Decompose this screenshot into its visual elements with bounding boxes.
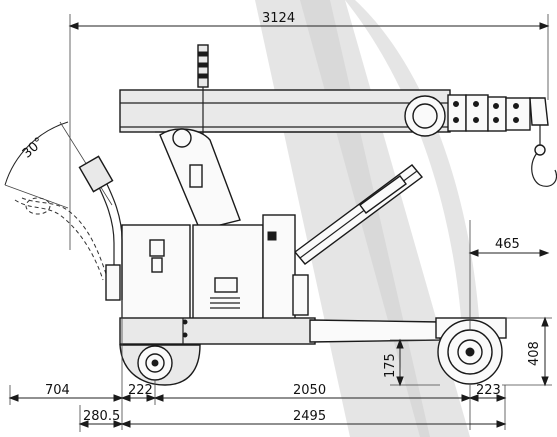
base-length-label: 2495 bbox=[293, 409, 326, 424]
tilt-angle-label: 30° bbox=[20, 135, 47, 162]
wheelbase-label: 2050 bbox=[293, 383, 326, 398]
column bbox=[159, 128, 241, 231]
overall-length-label: 3124 bbox=[262, 11, 295, 26]
rear-wheel bbox=[119, 344, 201, 386]
front-wheel bbox=[435, 317, 507, 385]
support-height-label: 408 bbox=[527, 341, 542, 366]
steering-handle bbox=[78, 155, 123, 301]
lift-cylinder bbox=[293, 164, 424, 265]
handle-tilted-ghost bbox=[14, 197, 109, 281]
dimension-support-height: 408 bbox=[502, 316, 552, 387]
front-overhang-label: 223 bbox=[476, 383, 501, 398]
dimension-overall-length: 3124 bbox=[68, 11, 550, 250]
dimension-row-1: 704 222 2050 223 bbox=[8, 300, 507, 430]
mast bbox=[197, 44, 209, 135]
deck-height-label: 175 bbox=[383, 353, 398, 378]
boom-tip-offset-label: 465 bbox=[495, 237, 520, 252]
rear-gap-label: 222 bbox=[128, 383, 153, 398]
dimension-boom-tip-offset: 465 bbox=[468, 220, 550, 330]
chassis-body bbox=[119, 214, 441, 345]
rear-overhang-label: 280.5 bbox=[83, 409, 120, 424]
dimension-deck-height: 175 bbox=[383, 338, 440, 387]
handle-reach-label: 704 bbox=[45, 383, 70, 398]
dimension-row-2: 280.5 2495 bbox=[78, 405, 507, 432]
